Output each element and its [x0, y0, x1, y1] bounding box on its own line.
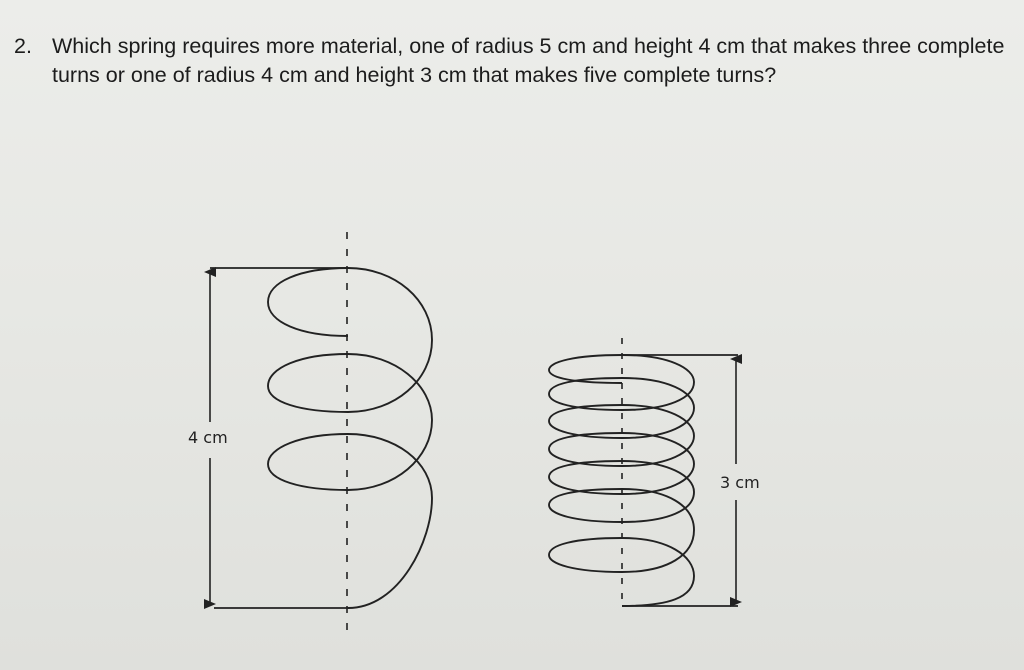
question-number: 2.: [14, 34, 32, 58]
right-spring: 3 cm: [548, 338, 760, 607]
left-spring-top-loop: [267, 267, 349, 337]
question-block: 2. Which spring requires more material, …: [14, 32, 1018, 90]
right-spring-top-loop: [548, 354, 623, 384]
left-spring: 4 cm: [188, 232, 433, 640]
right-spring-coil: [548, 354, 695, 607]
question-text: Which spring requires more material, one…: [52, 34, 1005, 87]
left-height-label: 4 cm: [188, 428, 228, 447]
left-spring-coil: [267, 267, 433, 609]
right-height-label: 3 cm: [720, 473, 760, 492]
